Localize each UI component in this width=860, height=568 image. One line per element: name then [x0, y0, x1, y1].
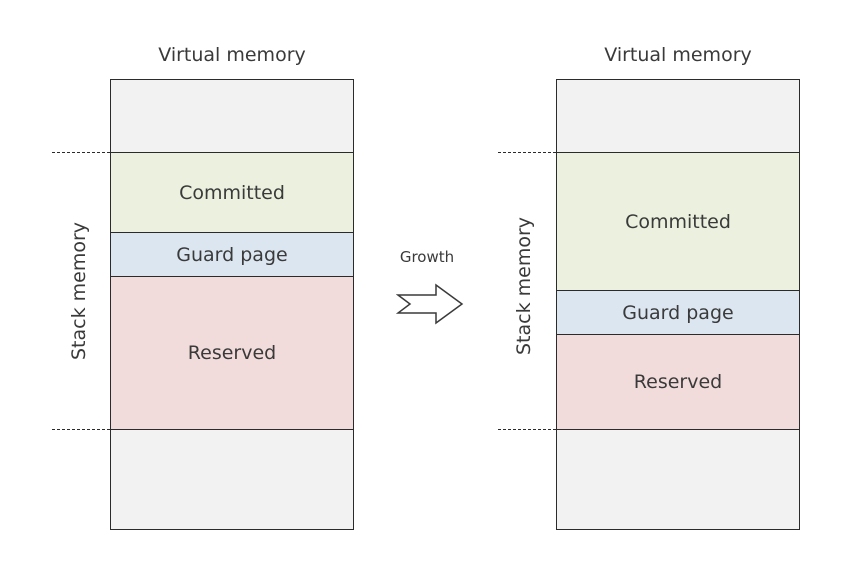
right-free-top: [557, 80, 799, 153]
right-stack-bottom-dash: [498, 429, 556, 430]
left-memory-column: Committed Guard page Reserved: [110, 79, 354, 530]
left-stack-bottom-dash: [52, 429, 110, 430]
right-stack-memory-label: Stack memory: [513, 216, 535, 356]
right-guard-segment: Guard page: [557, 291, 799, 335]
growth-label: Growth: [399, 248, 455, 266]
left-guard-segment: Guard page: [111, 233, 353, 277]
left-free-bottom: [111, 430, 353, 529]
left-stack-memory-label: Stack memory: [68, 221, 90, 361]
growth-arrow-icon: [396, 283, 464, 325]
left-stack-top-dash: [52, 152, 110, 153]
left-reserved-segment: Reserved: [111, 277, 353, 430]
right-committed-segment: Committed: [557, 153, 799, 291]
left-committed-label: Committed: [179, 181, 285, 204]
right-memory-column: Committed Guard page Reserved: [556, 79, 800, 530]
right-reserved-label: Reserved: [633, 371, 723, 393]
right-reserved-segment: Reserved: [557, 335, 799, 430]
right-title: Virtual memory: [604, 44, 752, 66]
left-title: Virtual memory: [158, 44, 306, 66]
left-reserved-label: Reserved: [187, 342, 277, 364]
right-free-bottom: [557, 430, 799, 529]
left-free-top: [111, 80, 353, 153]
left-committed-segment: Committed: [111, 153, 353, 233]
right-committed-label: Committed: [625, 210, 731, 233]
left-guard-label: Guard page: [176, 243, 288, 266]
right-guard-label: Guard page: [622, 301, 734, 324]
right-stack-top-dash: [498, 152, 556, 153]
